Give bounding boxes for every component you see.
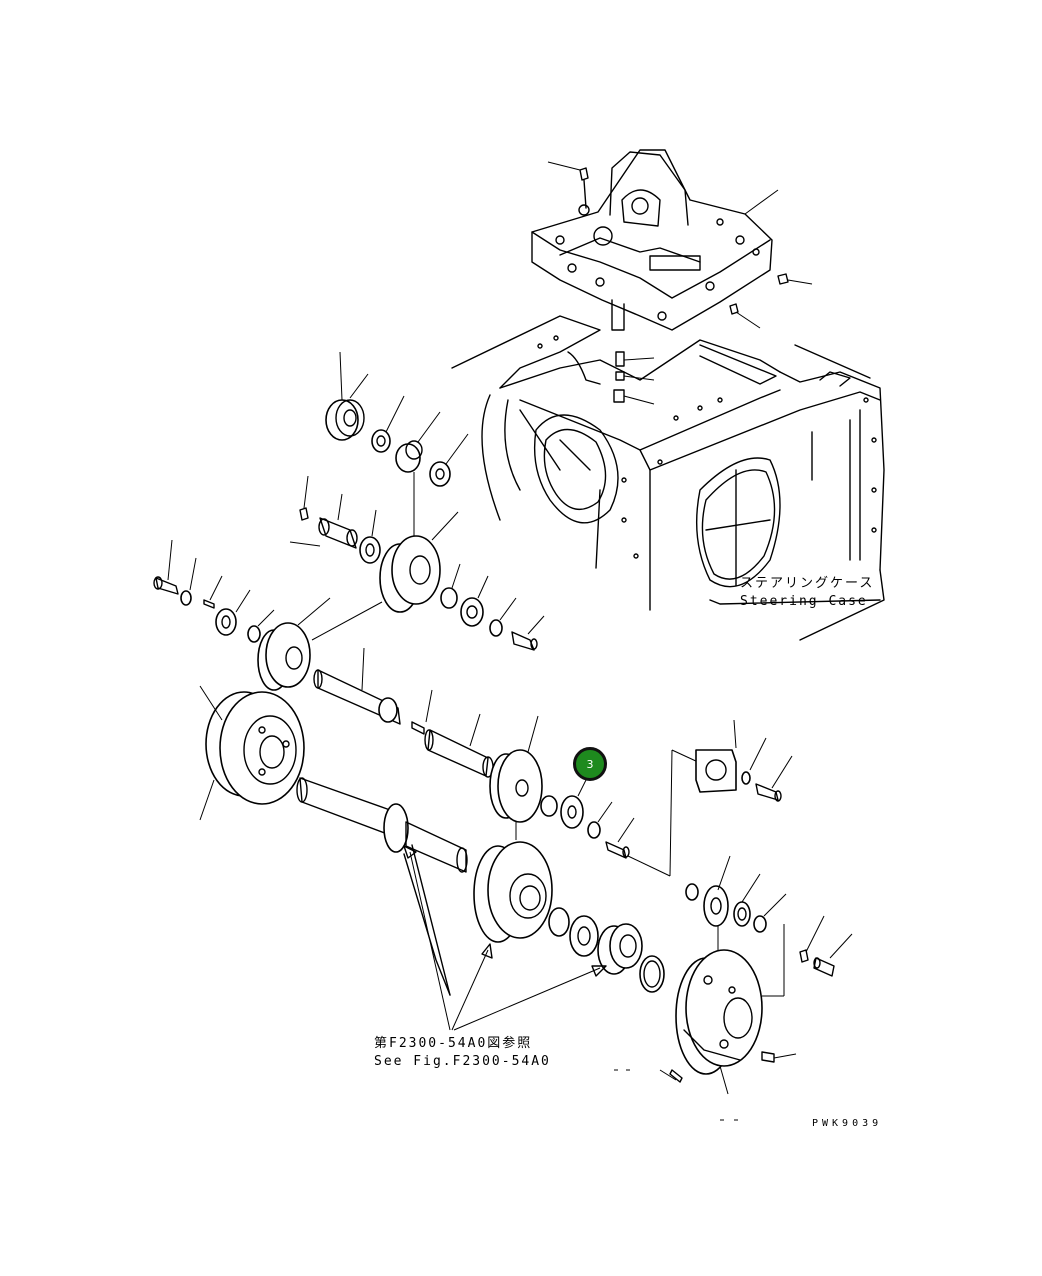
steering-case-label-en: Steering Case (740, 594, 868, 609)
valve-bolts (547, 161, 813, 405)
reference-arrows (403, 845, 607, 1031)
middle-gear-set (489, 715, 699, 877)
valve-body (531, 149, 773, 331)
part-callout-number: 3 (586, 757, 594, 771)
left-bolt-stack (153, 539, 383, 691)
right-carrier (659, 719, 853, 1095)
upper-shaft (313, 647, 494, 778)
see-fig-label-en: See Fig.F2300-54A0 (374, 1054, 551, 1069)
scrap-marks (614, 1069, 738, 1121)
steering-case (451, 315, 885, 641)
see-fig-label-jp: 第F2300-54A0図参照 (374, 1036, 533, 1051)
output-shaft (296, 777, 468, 996)
upper-gear-train (289, 351, 545, 651)
clutch-drum (199, 685, 305, 821)
part-callout-3[interactable]: 3 (573, 747, 607, 781)
drawing-code: PWK9039 (812, 1118, 883, 1129)
steering-case-label-jp: ステアリングケース (740, 576, 875, 591)
lower-gear-set (473, 841, 665, 993)
